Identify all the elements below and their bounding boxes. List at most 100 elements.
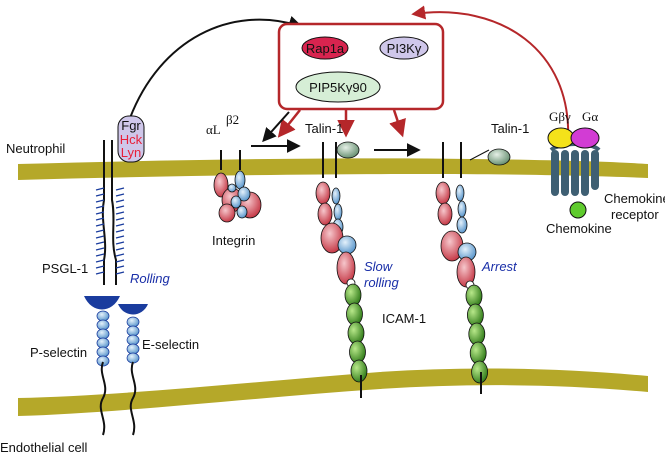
box-to-arrest-arrow: [389, 109, 406, 138]
chemokine-receptor-label-1: Chemokine: [604, 191, 665, 206]
p-selectin-label: P-selectin: [30, 345, 87, 360]
glycan-tick: [95, 193, 105, 197]
selectin-domain: [96, 337, 110, 349]
rolling-label: Rolling: [130, 271, 171, 286]
glycan-tick: [95, 229, 105, 233]
glycan-tick: [115, 235, 125, 239]
icam1-domain: [344, 283, 362, 307]
glycan-tick: [115, 247, 125, 251]
glycan-tick: [95, 199, 105, 203]
chemokine-receptor-label-2: receptor: [611, 207, 659, 222]
rolling-label-2: rolling: [364, 275, 399, 290]
glycan-tick: [115, 253, 125, 257]
selectin-domain: [126, 343, 140, 355]
receptor-to-box-arrow: [411, 5, 570, 141]
psgl1-molecule: [95, 140, 125, 285]
arrest-label: Arrest: [481, 259, 518, 274]
p-selectin-molecule: [84, 296, 120, 436]
glycan-tick: [115, 205, 125, 209]
glycan-tick: [115, 223, 125, 227]
slow-rolling-complex: [315, 141, 368, 398]
icam1-domain: [469, 341, 487, 365]
talin1-slow-icon: [336, 141, 360, 159]
hck-label: Hck: [120, 132, 143, 147]
icam1-label: ICAM-1: [382, 311, 426, 326]
box-to-integrin-black-arrow: [262, 111, 290, 143]
selectin-domain: [126, 316, 140, 328]
kinase-group: Fgr Hck Lyn: [117, 115, 145, 163]
slow-label: Slow: [364, 259, 394, 274]
endothelial-membrane: [18, 368, 648, 416]
icam1-domain: [468, 322, 486, 346]
gbg-label: Gβγ: [549, 109, 571, 124]
box-to-integrin-arrow: [277, 109, 301, 138]
selectin-domain: [96, 346, 110, 358]
glycan-tick: [95, 259, 105, 263]
neutrophil-label: Neutrophil: [6, 141, 65, 156]
selectin-domain: [96, 319, 110, 331]
glycan-tick: [95, 211, 105, 215]
arrest-complex: [435, 142, 511, 394]
glycan-tick: [115, 241, 125, 245]
glycan-tick: [115, 265, 125, 269]
glycan-tick: [95, 247, 105, 251]
fgr-label: Fgr: [121, 118, 141, 133]
glycan-tick: [95, 205, 105, 209]
beta2-label: β2: [226, 112, 239, 127]
glycan-tick: [115, 193, 125, 197]
selectin-domain: [96, 328, 110, 340]
selectin-domain: [126, 334, 140, 346]
glycan-tick: [95, 241, 105, 245]
selectin-domain: [126, 325, 140, 337]
psgl1-glycans: [95, 187, 125, 275]
talin1-arrest-icon: [487, 148, 511, 166]
icam1-domain: [346, 302, 363, 326]
kinase-to-box-arrow: [129, 15, 303, 119]
pi3k-label: PI3Kγ: [387, 41, 422, 56]
icam1-domain: [347, 321, 365, 345]
e-selectin-molecule: [118, 304, 148, 436]
icam1-domain: [466, 303, 484, 327]
talin1-label-arrest: Talin-1: [491, 121, 529, 136]
glycan-tick: [95, 217, 105, 221]
chemokine-icon: [569, 201, 587, 219]
glycan-tick: [95, 253, 105, 257]
icam1-domain: [471, 360, 489, 384]
glycan-tick: [115, 211, 125, 215]
pi3k-bubble: [379, 36, 429, 60]
glycan-tick: [115, 187, 125, 191]
bent-integrin: [213, 150, 262, 223]
selectin-domain: [126, 352, 140, 364]
icam1-domain: [350, 359, 368, 383]
integrin-label: Integrin: [212, 233, 255, 248]
selectin-domain: [96, 310, 110, 322]
glycan-tick: [95, 187, 105, 191]
ga-label: Gα: [582, 109, 598, 124]
icam1-domain: [349, 340, 366, 364]
rap1a-label: Rap1a: [306, 41, 345, 56]
glycan-tick: [95, 235, 105, 239]
pip5k-bubble: [295, 71, 381, 103]
chemokine-label: Chemokine: [546, 221, 612, 236]
alpha-l-label: αL: [206, 122, 221, 137]
rap1a-bubble: [301, 36, 349, 60]
psgl1-label: PSGL-1: [42, 261, 88, 276]
icam1-domain: [465, 284, 483, 308]
glycan-tick: [115, 217, 125, 221]
glycan-tick: [95, 265, 105, 269]
talin1-label-slow: Talin-1: [305, 121, 343, 136]
ga-subunit: [570, 127, 600, 149]
glycan-tick: [95, 271, 105, 275]
glycan-tick: [95, 223, 105, 227]
glycan-tick: [115, 259, 125, 263]
e-selectin-label: E-selectin: [142, 337, 199, 352]
pip5k-label: PIP5Kγ90: [309, 80, 367, 95]
lyn-label: Lyn: [121, 145, 141, 160]
gbg-subunit: [547, 127, 575, 149]
glycan-tick: [115, 271, 125, 275]
glycan-tick: [115, 229, 125, 233]
endothelial-cell-label: Endothelial cell: [0, 440, 88, 455]
neutrophil-membrane: [18, 158, 648, 180]
